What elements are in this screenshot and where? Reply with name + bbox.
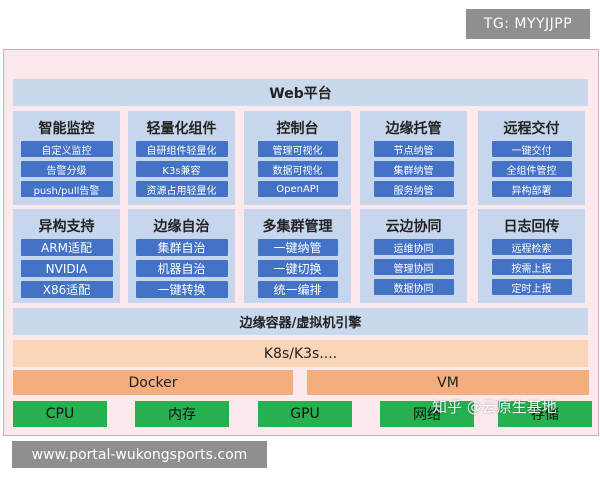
- feature-pill: 节点纳管: [373, 141, 454, 157]
- feature-pill: 全组件管控: [491, 161, 572, 177]
- hardware-network: 网络: [380, 401, 474, 427]
- card-title: 日志回传: [503, 219, 560, 235]
- card-title: 边缘托管: [385, 121, 442, 137]
- feature-pill: 告警分级: [20, 161, 113, 177]
- k8s-layer: K8s/K3s....: [13, 340, 588, 367]
- card-title: 智能监控: [38, 121, 95, 137]
- feature-pill: 定时上报: [491, 279, 572, 295]
- feature-pill: 资源占用轻量化: [135, 181, 228, 197]
- feature-pill: NVIDIA: [20, 260, 113, 277]
- feature-pill: 数据协同: [373, 279, 454, 295]
- card-title: 多集群管理: [262, 219, 333, 235]
- feature-pill: 远程检索: [491, 239, 572, 255]
- card-log-backhaul: 日志回传 远程检索 按需上报 定时上报: [478, 209, 585, 303]
- hardware-storage: 存储: [498, 401, 592, 427]
- card-edge-hosting: 边缘托管 节点纳管 集群纳管 服务纳管: [360, 111, 467, 205]
- zhihu-watermark: 知乎 @云原生基地: [432, 398, 557, 416]
- card-title: 异构支持: [38, 219, 95, 235]
- feature-pill: 集群纳管: [373, 161, 454, 177]
- card-title: 云边协同: [385, 219, 442, 235]
- card-title: 远程交付: [503, 121, 560, 137]
- web-platform-layer: Web平台: [13, 79, 588, 106]
- vm-runtime: VM: [307, 370, 589, 395]
- feature-pill: X86适配: [20, 281, 113, 298]
- card-title: 边缘自治: [153, 219, 210, 235]
- hardware-gpu: GPU: [258, 401, 352, 427]
- card-edge-autonomy: 边缘自治 集群自治 机器自治 一键转换: [128, 209, 235, 303]
- tg-badge: TG: MYYJJPP: [466, 9, 590, 39]
- hardware-memory: 内存: [135, 401, 229, 427]
- url-badge: www.portal-wukongsports.com: [12, 441, 267, 468]
- feature-pill: 一键切换: [257, 260, 338, 277]
- feature-pill: 服务纳管: [373, 181, 454, 197]
- feature-pill: 管理协同: [373, 259, 454, 275]
- feature-pill: 数据可视化: [257, 161, 338, 177]
- card-intelligent-monitoring: 智能监控 自定义监控 告警分级 push/pull告警: [13, 111, 120, 205]
- feature-pill: 异构部署: [491, 181, 572, 197]
- feature-pill: push/pull告警: [20, 181, 113, 197]
- card-console: 控制台 管理可视化 数据可视化 OpenAPI: [244, 111, 351, 205]
- card-lightweight-components: 轻量化组件 自研组件轻量化 K3s兼容 资源占用轻量化: [128, 111, 235, 205]
- edge-container-vm-engine-layer: 边缘容器/虚拟机引擎: [13, 308, 588, 335]
- feature-pill: 运维协同: [373, 239, 454, 255]
- card-remote-delivery: 远程交付 一键交付 全组件管控 异构部署: [478, 111, 585, 205]
- card-cloud-edge-collaboration: 云边协同 运维协同 管理协同 数据协同: [360, 209, 467, 303]
- hardware-cpu: CPU: [13, 401, 107, 427]
- feature-pill: 一键纳管: [257, 239, 338, 256]
- feature-pill: 一键转换: [135, 281, 228, 298]
- card-heterogeneous-support: 异构支持 ARM适配 NVIDIA X86适配: [13, 209, 120, 303]
- feature-pill: 一键交付: [491, 141, 572, 157]
- feature-pill: 自定义监控: [20, 141, 113, 157]
- feature-pill: 自研组件轻量化: [135, 141, 228, 157]
- card-title: 轻量化组件: [146, 121, 217, 137]
- feature-pill: 统一编排: [257, 281, 338, 298]
- card-multi-cluster-management: 多集群管理 一键纳管 一键切换 统一编排: [244, 209, 351, 303]
- feature-pill: ARM适配: [20, 239, 113, 256]
- card-title: 控制台: [276, 121, 319, 137]
- feature-pill: OpenAPI: [257, 181, 338, 197]
- feature-pill: K3s兼容: [135, 161, 228, 177]
- feature-pill: 集群自治: [135, 239, 228, 256]
- feature-pill: 机器自治: [135, 260, 228, 277]
- feature-pill: 管理可视化: [257, 141, 338, 157]
- docker-runtime: Docker: [13, 370, 293, 395]
- feature-pill: 按需上报: [491, 259, 572, 275]
